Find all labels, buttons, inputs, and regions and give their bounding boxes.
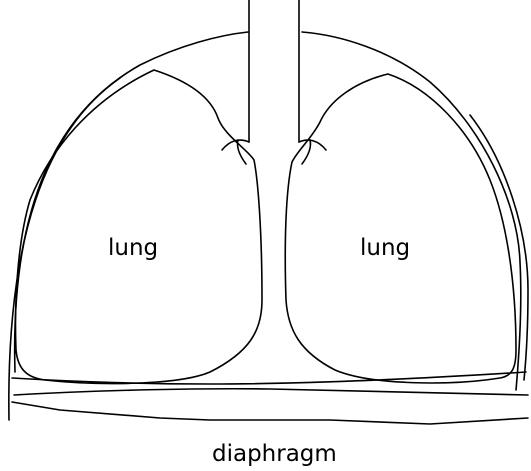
diaphragm-lower-edge bbox=[12, 402, 528, 424]
right-bronchus bbox=[299, 140, 326, 164]
diaphragm-middle-edge bbox=[14, 389, 528, 395]
diaphragm-label: diaphragm bbox=[212, 441, 337, 467]
thoracic-cavity-outline bbox=[15, 32, 521, 390]
left-lung-outline bbox=[16, 70, 262, 384]
right-lung-label: lung bbox=[360, 235, 410, 261]
thoracic-cavity-outer-edge bbox=[9, 78, 528, 420]
right-lung-outline bbox=[285, 74, 516, 383]
left-bronchus bbox=[222, 140, 249, 164]
left-lung-label: lung bbox=[108, 235, 158, 261]
